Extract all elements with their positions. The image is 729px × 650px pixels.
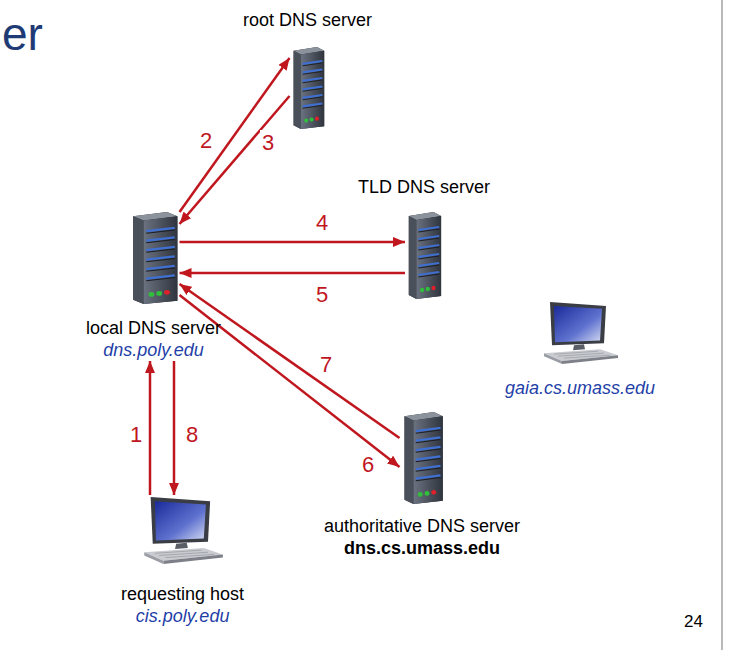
- node-name: root DNS server: [243, 9, 372, 31]
- server-icon: [400, 410, 445, 505]
- step-number: 8: [184, 422, 200, 447]
- server-icon: [290, 45, 326, 130]
- step-number: 2: [198, 128, 214, 153]
- server-node: authoritative DNS serverdns.cs.umass.edu: [324, 410, 520, 559]
- step-number: 4: [314, 210, 330, 235]
- step-number: 3: [260, 130, 276, 155]
- node-name: local DNS server: [86, 317, 221, 339]
- host-name: dns.cs.umass.edu: [344, 537, 500, 559]
- query-arrow: [180, 241, 405, 244]
- query-arrow: [180, 58, 290, 212]
- host-node: gaia.cs.umass.edu: [505, 300, 655, 399]
- node-name: gaia.cs.umass.edu: [505, 377, 655, 399]
- computer-icon: [540, 300, 620, 365]
- node-name: authoritative DNS server: [324, 515, 520, 537]
- host-node: requesting hostcis.poly.edu: [121, 495, 244, 627]
- query-arrow: [180, 96, 290, 224]
- server-node: local DNS serverdns.poly.edu: [86, 210, 221, 361]
- query-arrow: [180, 272, 405, 275]
- query-arrow: [180, 284, 400, 438]
- query-arrow: [173, 361, 176, 495]
- server-icon: [405, 210, 443, 300]
- step-number: 5: [314, 282, 330, 307]
- server-node: TLD DNS server: [358, 176, 490, 300]
- computer-icon: [140, 495, 225, 565]
- page-number: 24: [684, 612, 703, 632]
- slide-title-fragment: er: [2, 8, 43, 61]
- step-number: 6: [360, 452, 376, 477]
- slide-border: [721, 0, 722, 650]
- step-number: 7: [318, 352, 334, 377]
- query-arrow: [149, 361, 152, 495]
- host-name: cis.poly.edu: [136, 605, 230, 627]
- server-icon: [128, 210, 180, 305]
- step-number: 1: [128, 422, 144, 447]
- server-node: root DNS server: [243, 9, 372, 130]
- node-name: TLD DNS server: [358, 176, 490, 198]
- node-name: requesting host: [121, 583, 244, 605]
- host-name: dns.poly.edu: [103, 339, 204, 361]
